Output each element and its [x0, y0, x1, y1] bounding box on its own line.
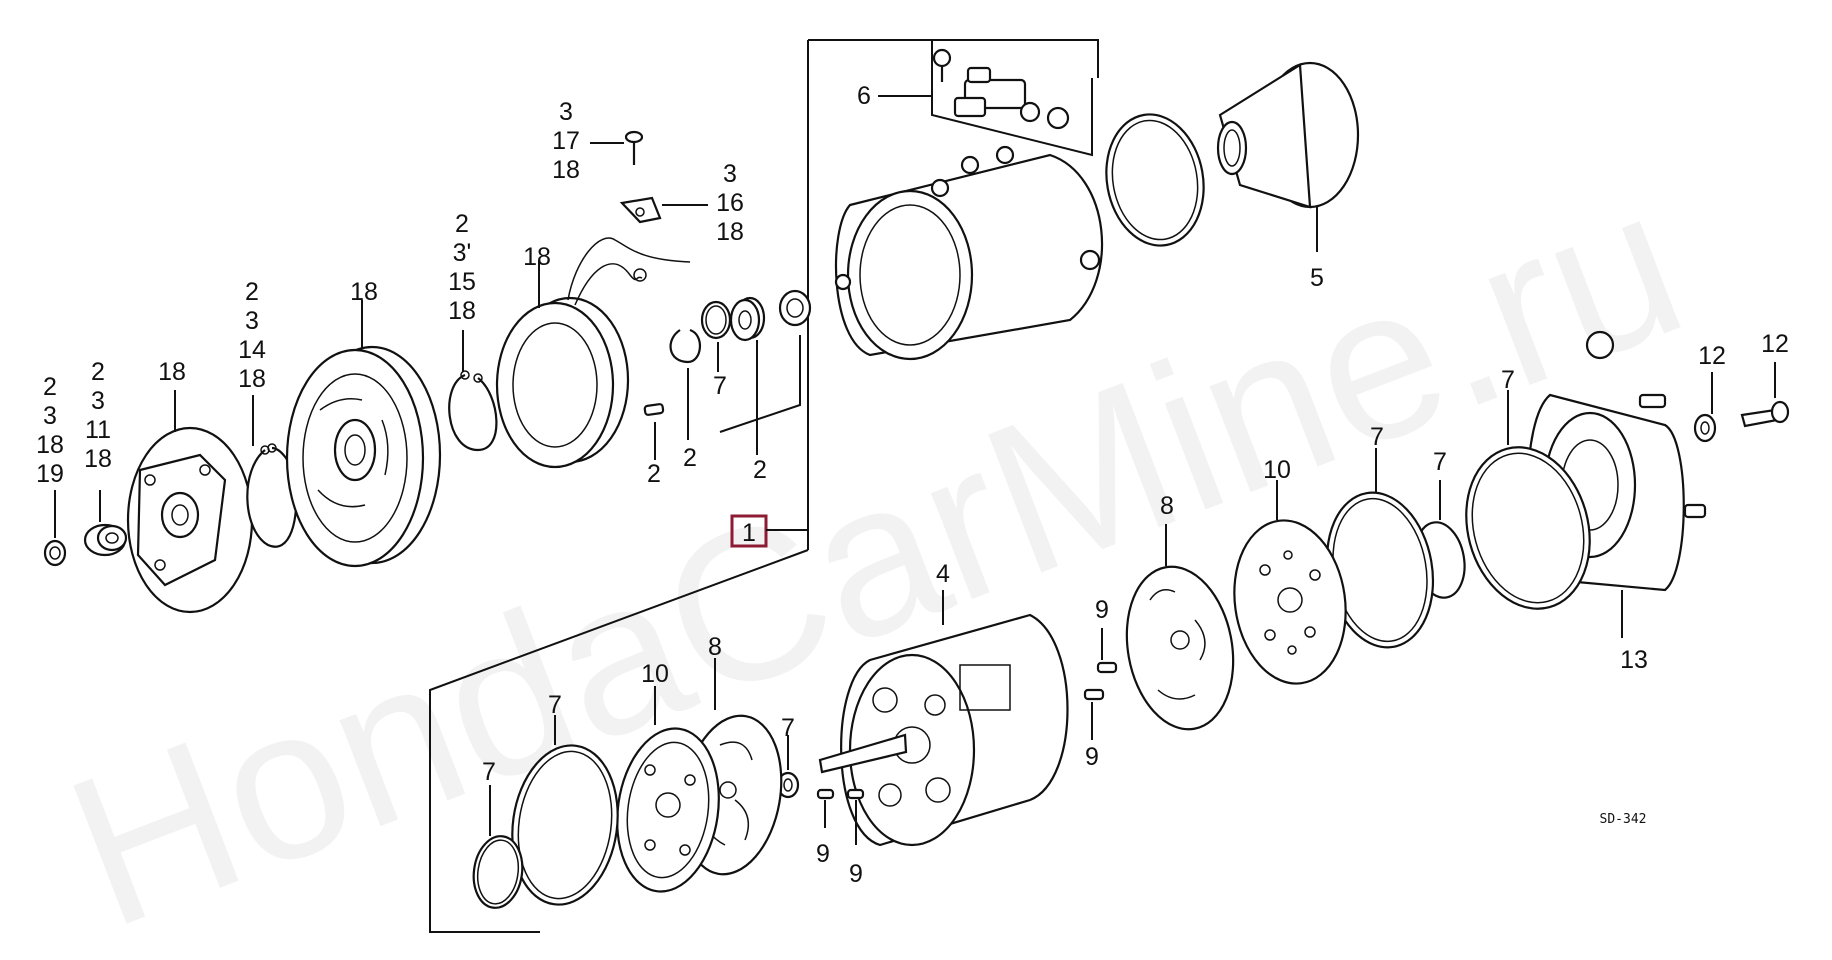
- pin-part[interactable]: [1096, 661, 1118, 674]
- callout-number: 18: [350, 278, 378, 306]
- pin-part[interactable]: [816, 788, 835, 800]
- callout-number: 8: [708, 633, 722, 661]
- reed-valve-plate-part[interactable]: [1115, 558, 1246, 738]
- field-coil-part[interactable]: [495, 237, 691, 469]
- pin-part[interactable]: [1083, 688, 1105, 701]
- callout-number: 3: [91, 387, 105, 415]
- callout-number: 6: [857, 82, 871, 110]
- gasket-o-ring-part[interactable]: [502, 739, 627, 912]
- callout-number: 9: [1085, 743, 1099, 771]
- callout-number: 2: [91, 358, 105, 386]
- valve-plate-part[interactable]: [607, 722, 729, 898]
- callout-number: 3: [43, 402, 57, 430]
- callout-number: 3: [245, 307, 259, 335]
- callout-number: 2: [455, 210, 469, 238]
- callout-number: 18: [523, 243, 551, 271]
- callout-number: 18: [716, 218, 744, 246]
- callout-number: 3: [723, 160, 737, 188]
- callout-number: 3: [559, 98, 573, 126]
- callout-number: 18: [158, 358, 186, 386]
- callout-number: 9: [816, 840, 830, 868]
- callout-number: 5: [1310, 264, 1324, 292]
- callout-number: 10: [1263, 456, 1291, 484]
- snap-ring-part[interactable]: [448, 370, 498, 452]
- seal-seat-part[interactable]: [778, 289, 812, 327]
- callout-number: 1: [742, 519, 756, 547]
- callout-number: 18: [552, 156, 580, 184]
- callout-number: 13: [1620, 646, 1648, 674]
- callout-number: 17: [552, 127, 580, 155]
- valve-assembly-part[interactable]: [932, 48, 1070, 130]
- callout-number: 3': [453, 239, 472, 267]
- callout-number: 2: [43, 373, 57, 401]
- callout-number: 10: [641, 660, 669, 688]
- callout-number: 19: [36, 460, 64, 488]
- callout-number: 7: [781, 714, 795, 742]
- callout-number: 9: [1095, 596, 1109, 624]
- coil-bracket-part[interactable]: [619, 196, 662, 224]
- callout-number: 15: [448, 268, 476, 296]
- o-ring-part[interactable]: [700, 300, 732, 340]
- callout-number: 2: [753, 456, 767, 484]
- callout-number: 8: [1160, 492, 1174, 520]
- compressor-housing-part[interactable]: [834, 145, 1104, 361]
- callout-number: 4: [936, 560, 950, 588]
- callout-number: 12: [1761, 330, 1789, 358]
- callout-number: 18: [84, 445, 112, 473]
- assembly-bracket-outline: [429, 39, 1099, 933]
- callout-number: 18: [238, 365, 266, 393]
- callout-number: 7: [548, 691, 562, 719]
- leader-line: [719, 335, 801, 433]
- valve-plate-part[interactable]: [1224, 513, 1356, 691]
- rear-head-part[interactable]: [1216, 61, 1360, 209]
- screw-part[interactable]: [624, 130, 644, 165]
- pulley-part[interactable]: [285, 345, 442, 568]
- head-o-ring-part[interactable]: [1449, 433, 1607, 622]
- snap-ring-part[interactable]: [669, 328, 701, 364]
- pin-part[interactable]: [643, 403, 665, 416]
- callout-number: 14: [238, 336, 266, 364]
- pin-part[interactable]: [846, 788, 865, 800]
- nut-part[interactable]: [43, 539, 67, 567]
- cylinder-rotor-part[interactable]: [818, 613, 1069, 847]
- shaft-seal-part[interactable]: [729, 296, 766, 342]
- callout-number: 16: [716, 189, 744, 217]
- callout-number: 7: [1370, 423, 1384, 451]
- callout-number: 7: [1501, 366, 1515, 394]
- callout-number: 2: [683, 444, 697, 472]
- callout-number: 12: [1698, 342, 1726, 370]
- callout-number: 18: [448, 297, 476, 325]
- housing-o-ring-part[interactable]: [1096, 107, 1213, 254]
- washer-part[interactable]: [1693, 413, 1717, 443]
- valve-group-bracket: [931, 40, 1093, 157]
- shim-washer-part[interactable]: [83, 523, 128, 557]
- callout-number: 2: [245, 278, 259, 306]
- small-o-ring-part[interactable]: [469, 833, 527, 911]
- callout-number: 7: [482, 758, 496, 786]
- callout-number: 9: [849, 860, 863, 888]
- drawing-code: SD-342: [1600, 812, 1647, 827]
- armature-plate-part[interactable]: [126, 426, 254, 614]
- callout-number: 11: [85, 416, 111, 444]
- callout-number: 7: [713, 372, 727, 400]
- callout-number: 18: [36, 431, 64, 459]
- callout-number: 7: [1433, 448, 1447, 476]
- callout-number: 2: [647, 460, 661, 488]
- bolt-part[interactable]: [1740, 400, 1790, 428]
